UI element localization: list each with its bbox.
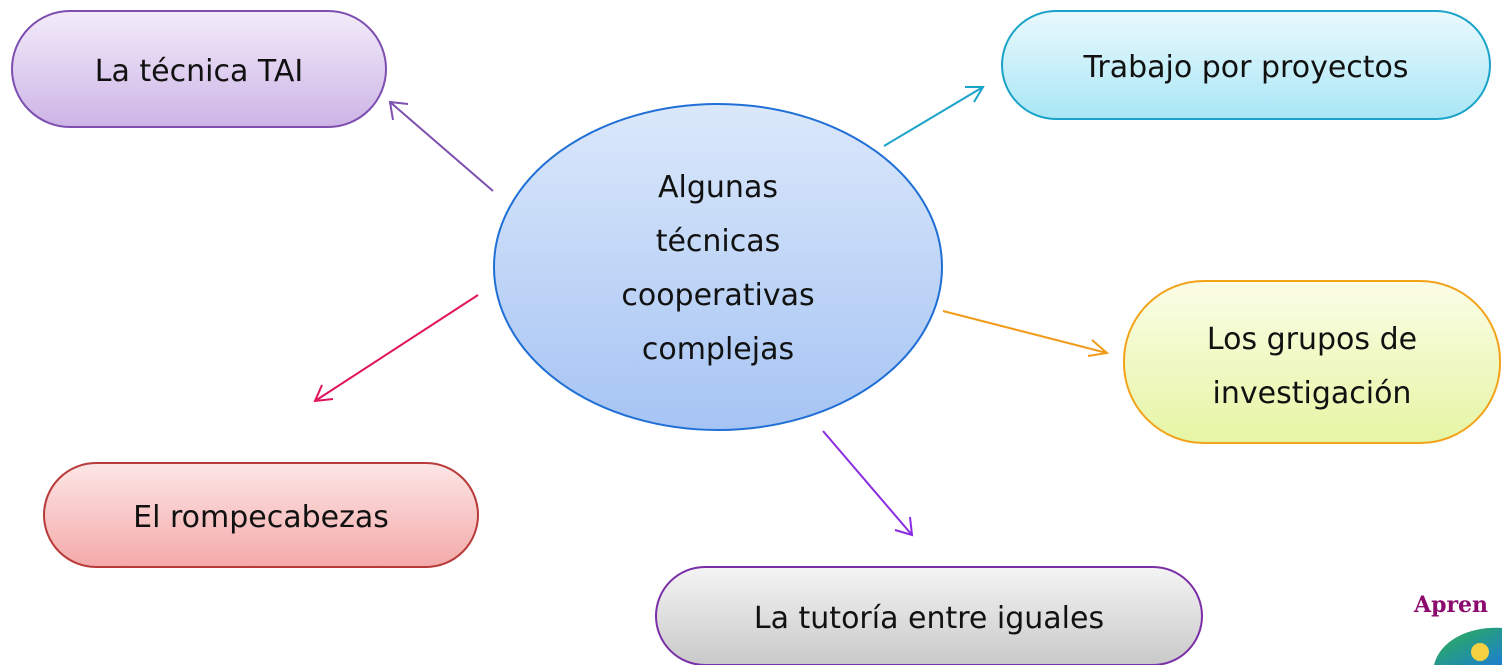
node-tutoria-label: La tutoría entre iguales — [754, 601, 1104, 636]
center-line-3: cooperativas — [621, 278, 814, 313]
arrow-to-rompecabezas — [313, 294, 479, 403]
center-line-1: Algunas — [658, 170, 778, 205]
logo-image-icon — [1434, 627, 1502, 665]
arrow-to-tutoria — [822, 430, 914, 537]
node-tai-label: La técnica TAI — [95, 54, 303, 89]
logo: Apren — [1413, 592, 1502, 665]
node-rompecabezas-label: El rompecabezas — [133, 500, 389, 535]
node-grupos-line-2: investigación — [1213, 376, 1412, 411]
node-grupos-line-1: Los grupos de — [1207, 322, 1417, 357]
arrow-to-proyectos — [883, 86, 985, 147]
logo-text: Apren — [1413, 592, 1488, 618]
node-tai: La técnica TAI — [11, 10, 387, 128]
node-grupos: Los grupos de investigación — [1123, 280, 1501, 444]
arrow-to-tai — [388, 100, 494, 192]
node-proyectos-label: Trabajo por proyectos — [1082, 50, 1408, 85]
node-tutoria: La tutoría entre iguales — [655, 566, 1203, 665]
center-line-2: técnicas — [656, 224, 781, 259]
node-rompecabezas: El rompecabezas — [43, 462, 479, 568]
center-line-4: complejas — [642, 332, 794, 367]
center-node: Algunas técnicas cooperativas complejas — [493, 103, 943, 431]
logo-figure-icon — [1471, 643, 1489, 661]
node-proyectos: Trabajo por proyectos — [1001, 10, 1491, 120]
arrow-to-grupos — [942, 310, 1110, 357]
